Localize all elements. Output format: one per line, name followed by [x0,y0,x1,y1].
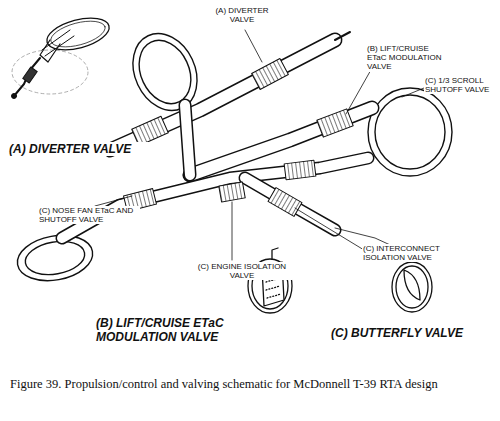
sub-figure-title: (A) DIVERTER VALVE [8,142,180,156]
sub-figure-title: (C) BUTTERFLY VALVE [330,326,492,340]
callout-label: (C) 1/3 SCROLL SHUTOFF VALVE [424,76,496,94]
callout-label: (C) INTERCONNECT ISOLATION VALVE [362,244,464,262]
callout-label: (C) ENGINE ISOLATION VALVE [192,262,292,280]
scroll-ring [368,88,452,176]
sub-figure-title: (B) LIFT/CRUISE ETaC MODULATION VALVE [95,316,275,345]
nose-fan-scroll [14,230,96,287]
valve-cylinder [124,59,354,217]
callout-label: (A) DIVERTER VALVE [205,6,279,24]
figure-caption: Figure 39. Propulsion/control and valvin… [10,376,450,392]
callout-label: (B) LIFT/CRUISE ETaC MODULATION VALVE [366,44,450,72]
callout-label: (C) NOSE FAN ETaC AND SHUTOFF VALVE [38,206,140,224]
modulation-valve-detail [248,248,292,313]
diverter-valve-inset [12,12,113,98]
butterfly-valve-detail [392,256,432,312]
